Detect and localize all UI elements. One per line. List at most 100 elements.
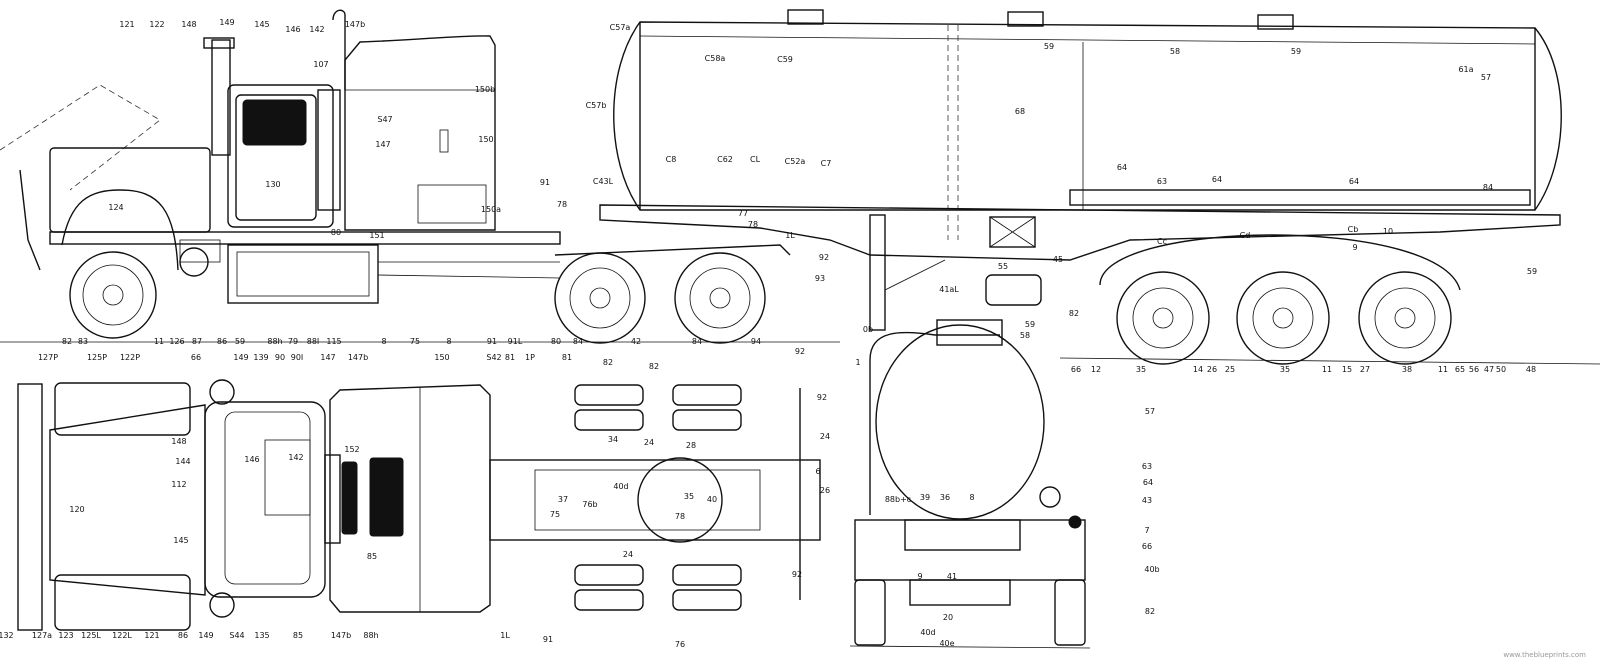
part-label-truck-side: 145 [254, 20, 270, 29]
part-label-trailer-side: 64 [1211, 175, 1223, 184]
part-label-trailer-side: 56 [1468, 365, 1480, 374]
part-label-trailer-side: CL [749, 155, 761, 164]
truck-front-wheel [69, 251, 157, 339]
part-label-trailer-side: C57b [585, 101, 607, 110]
part-label-trailer-side: 14 [1192, 365, 1204, 374]
part-label-truck-side: 148 [181, 20, 197, 29]
part-label-truck-top: 81 [504, 353, 516, 362]
part-label-truck-top: 24 [819, 432, 831, 441]
part-label-truck-top: 28 [685, 441, 697, 450]
trailer-wheel-1 [1116, 271, 1210, 365]
part-label-trailer-side: Cb [1347, 225, 1359, 234]
trailer-rear-view [849, 319, 1091, 649]
part-label-truck-side: 86 [216, 337, 228, 346]
side-pipe-end [1039, 486, 1061, 508]
front-bumper-stand [19, 169, 41, 271]
part-label-trailer-side: 78 [556, 200, 568, 209]
part-label-trailer-side: 84 [1482, 183, 1494, 192]
part-label-trailer-side: C52a [784, 157, 806, 166]
part-label-truck-top: 122P [119, 353, 141, 362]
part-label-trailer-side: 38 [1401, 365, 1413, 374]
rear-tank-shell [869, 331, 1000, 515]
part-label-trailer-rear: 8 [969, 493, 975, 502]
part-label-truck-top: 1P [525, 353, 535, 362]
part-label-trailer-side: C59 [777, 55, 793, 64]
part-label-trailer-side: 15 [1341, 365, 1353, 374]
part-label-truck-top: 86 [177, 631, 189, 640]
part-label-trailer-side: 45 [1052, 255, 1064, 264]
exhaust-stack [332, 9, 346, 90]
part-label-truck-side: 91 [539, 178, 551, 187]
part-label-truck-top: 88h [363, 631, 379, 640]
cab [227, 84, 334, 228]
landing-gear [869, 214, 886, 331]
part-label-trailer-rear: 9 [917, 572, 923, 581]
part-label-trailer-side: 65 [1454, 365, 1466, 374]
part-label-trailer-rear: 63 [1141, 462, 1153, 471]
part-label-truck-side: 82 [61, 337, 73, 346]
hood-top [49, 404, 206, 596]
part-label-truck-top: 82 [602, 358, 614, 367]
part-label-trailer-side: 35 [1279, 365, 1291, 374]
part-label-truck-side: S47 [377, 115, 393, 124]
part-label-truck-side: 149 [219, 18, 235, 27]
part-label-truck-top: 135 [254, 631, 270, 640]
part-label-truck-top: 6 [815, 467, 821, 476]
left-fender-top [54, 574, 191, 631]
part-label-trailer-side: C7 [820, 159, 832, 168]
part-label-trailer-side: 63 [1156, 177, 1168, 186]
part-label-trailer-side: 50 [1495, 365, 1507, 374]
part-label-truck-top: 120 [69, 505, 85, 514]
part-label-truck-top: 82 [648, 362, 660, 371]
part-label-truck-top: 78 [674, 512, 686, 521]
manhole-3 [1257, 14, 1294, 30]
frame-top [489, 459, 821, 541]
trailer-wheel-2 [1236, 271, 1330, 365]
part-label-trailer-side: C8 [665, 155, 677, 164]
part-label-trailer-side: 59 [1043, 42, 1055, 51]
cab-window [242, 99, 307, 146]
part-label-trailer-rear: 39 [919, 493, 931, 502]
rear-axle-frame [554, 244, 791, 256]
part-label-trailer-side: 82 [1068, 309, 1080, 318]
part-label-trailer-side: 55 [997, 262, 1009, 271]
rear-tire-right [1054, 579, 1086, 646]
truck-side-view [0, 9, 840, 344]
part-label-truck-side: 130 [265, 180, 281, 189]
part-label-truck-side: 150b [474, 85, 496, 94]
sleeper-top [329, 384, 491, 613]
part-label-truck-top: 34 [607, 435, 619, 444]
part-label-truck-side: 115 [326, 337, 342, 346]
part-label-trailer-side: 11 [1321, 365, 1333, 374]
part-label-trailer-side: 59 [1526, 267, 1538, 276]
part-label-truck-top: 125P [86, 353, 108, 362]
part-label-truck-top: 37 [557, 495, 569, 504]
part-label-truck-side: 151 [369, 231, 385, 240]
part-label-trailer-side: 41aL [939, 285, 959, 294]
part-label-trailer-rear: 59 [1024, 320, 1036, 329]
part-label-trailer-rear: 7 [1144, 526, 1150, 535]
part-label-truck-side: 150 [478, 135, 494, 144]
part-label-truck-top: 127P [37, 353, 59, 362]
rear-tire-left [854, 579, 886, 646]
part-label-trailer-side: 35 [1135, 365, 1147, 374]
part-label-truck-side: 59 [234, 337, 246, 346]
part-label-trailer-side: C62 [717, 155, 733, 164]
part-label-truck-top: 139 [253, 353, 269, 362]
part-label-truck-side: 147 [375, 140, 391, 149]
part-label-trailer-side: 27 [1359, 365, 1371, 374]
side-pipe [1069, 189, 1531, 206]
part-label-trailer-side: C58a [704, 54, 726, 63]
sleeper-window-2 [369, 457, 404, 537]
part-label-trailer-rear: 40b [1144, 565, 1160, 574]
front-bumper-top [17, 383, 43, 631]
part-label-truck-top: 148 [171, 437, 187, 446]
part-label-trailer-side: 59 [1290, 47, 1302, 56]
rear-mudguard [1099, 234, 1461, 291]
part-label-truck-side: 91 [486, 337, 498, 346]
manhole-2 [1007, 11, 1044, 27]
part-label-trailer-rear: 57 [1144, 407, 1156, 416]
part-label-truck-top: 92 [791, 570, 803, 579]
air-cleaner-top-left [209, 592, 235, 618]
